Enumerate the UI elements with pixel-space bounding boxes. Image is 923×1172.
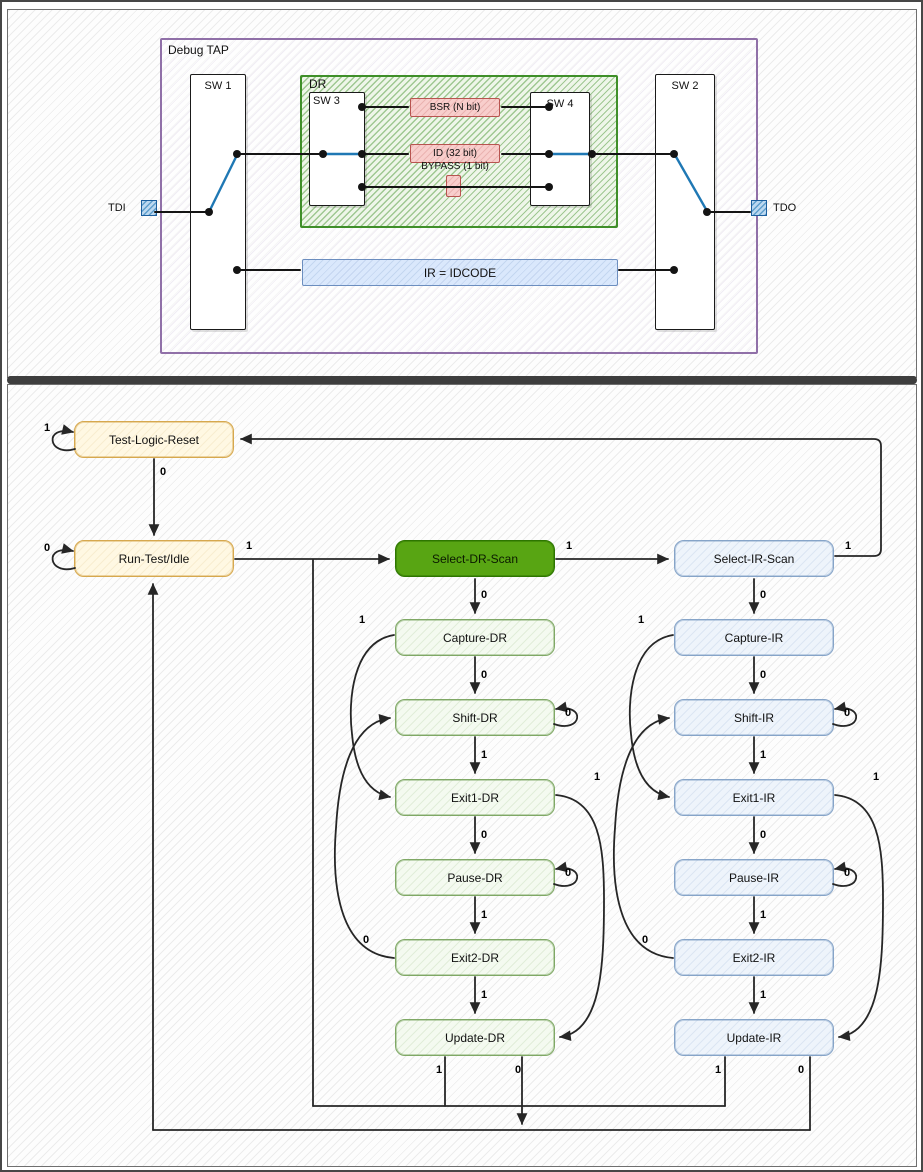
bypass-register bbox=[446, 175, 461, 197]
tms-label-e1dr-udr: 1 bbox=[594, 771, 601, 783]
state-label: Select-DR-Scan bbox=[431, 551, 519, 566]
switch-sw1: SW 1 bbox=[190, 74, 246, 330]
state-update-dr: Update-DR bbox=[395, 1019, 555, 1056]
state-test-logic-reset: Test-Logic-Reset bbox=[74, 421, 234, 458]
tms-label-cdr-shdr: 0 bbox=[481, 669, 488, 681]
sw2-label: SW 2 bbox=[671, 80, 699, 92]
sw1-label: SW 1 bbox=[204, 80, 232, 92]
tms-label-sdr-cdr: 0 bbox=[481, 589, 488, 601]
state-exit1-ir: Exit1-IR bbox=[674, 779, 834, 816]
state-label: Run-Test/Idle bbox=[118, 551, 190, 566]
tms-label-tlr-rti: 0 bbox=[160, 466, 167, 478]
tms-label-shdr-e1dr: 1 bbox=[481, 749, 488, 761]
tms-label-uir-one: 1 bbox=[715, 1064, 722, 1076]
switch-sw2: SW 2 bbox=[655, 74, 715, 330]
tms-label-e1dr-pdr: 0 bbox=[481, 829, 488, 841]
tms-label-pdr-e2dr: 1 bbox=[481, 909, 488, 921]
tms-label-shir-self: 0 bbox=[844, 707, 851, 719]
tms-label-sir-tlr: 1 bbox=[845, 540, 852, 552]
state-pause-ir: Pause-IR bbox=[674, 859, 834, 896]
switch-sw3: SW 3 bbox=[309, 92, 365, 206]
sw3-label: SW 3 bbox=[313, 95, 340, 107]
state-shift-ir: Shift-IR bbox=[674, 699, 834, 736]
tms-label-e1ir-pir: 0 bbox=[760, 829, 767, 841]
state-update-ir: Update-IR bbox=[674, 1019, 834, 1056]
tms-label-cdr-e1dr: 1 bbox=[359, 614, 366, 626]
tms-label-e1ir-uir: 1 bbox=[873, 771, 880, 783]
tms-label-cir-e1ir: 1 bbox=[638, 614, 645, 626]
state-label: Exit1-IR bbox=[732, 790, 776, 805]
debug-tap-label: Debug TAP bbox=[168, 43, 229, 57]
state-label: Shift-IR bbox=[733, 710, 774, 725]
tms-label-sir-cir: 0 bbox=[760, 589, 767, 601]
tms-label-udr-zero: 0 bbox=[515, 1064, 522, 1076]
state-label: Capture-IR bbox=[724, 630, 784, 645]
tdi-pin bbox=[141, 200, 157, 216]
tms-label-e2dr-udr: 1 bbox=[481, 989, 488, 1001]
switch-sw4: SW 4 bbox=[530, 92, 590, 206]
state-shift-dr: Shift-DR bbox=[395, 699, 555, 736]
state-label: Exit2-IR bbox=[732, 950, 776, 965]
dr-region-label: DR bbox=[309, 77, 327, 91]
state-label: Exit1-DR bbox=[450, 790, 499, 805]
tms-label-shir-e1ir: 1 bbox=[760, 749, 767, 761]
state-label: Exit2-DR bbox=[450, 950, 499, 965]
state-label: Update-IR bbox=[726, 1030, 782, 1045]
tms-label-uir-zero: 0 bbox=[798, 1064, 805, 1076]
tms-label-pdr-self: 0 bbox=[565, 867, 572, 879]
state-label: Select-IR-Scan bbox=[713, 551, 795, 566]
tms-label-e2ir-uir: 1 bbox=[760, 989, 767, 1001]
tms-label-e2ir-shir: 0 bbox=[642, 934, 649, 946]
tms-label-rti-self: 0 bbox=[44, 542, 51, 554]
ir-register: IR = IDCODE bbox=[302, 259, 618, 286]
state-label: Shift-DR bbox=[452, 710, 498, 725]
state-exit2-dr: Exit2-DR bbox=[395, 939, 555, 976]
sw4-label: SW 4 bbox=[546, 98, 574, 110]
state-run-test-idle: Run-Test/Idle bbox=[74, 540, 234, 577]
tms-label-e2dr-shdr: 0 bbox=[363, 934, 370, 946]
tms-label-shdr-self: 0 bbox=[565, 707, 572, 719]
tms-label-pir-e2ir: 1 bbox=[760, 909, 767, 921]
state-capture-dr: Capture-DR bbox=[395, 619, 555, 656]
tms-label-rti-sdr: 1 bbox=[246, 540, 253, 552]
state-label: Pause-IR bbox=[728, 870, 780, 885]
tms-label-pir-self: 0 bbox=[844, 867, 851, 879]
state-label: Pause-DR bbox=[447, 870, 503, 885]
tdi-label: TDI bbox=[108, 202, 126, 214]
state-exit2-ir: Exit2-IR bbox=[674, 939, 834, 976]
bypass-register-label: BYPASS (1 bit) bbox=[421, 161, 489, 172]
state-capture-ir: Capture-IR bbox=[674, 619, 834, 656]
tdo-label: TDO bbox=[773, 202, 797, 214]
tms-label-tlr-self: 1 bbox=[44, 422, 51, 434]
tms-label-udr-one: 1 bbox=[436, 1064, 443, 1076]
state-label: Capture-DR bbox=[442, 630, 508, 645]
bsr-register: BSR (N bit) bbox=[410, 98, 500, 117]
state-pause-dr: Pause-DR bbox=[395, 859, 555, 896]
tms-label-cir-shir: 0 bbox=[760, 669, 767, 681]
id-register: ID (32 bit) bbox=[410, 144, 500, 163]
panel-divider bbox=[7, 376, 917, 384]
state-label: Test-Logic-Reset bbox=[108, 432, 200, 447]
tms-label-sdr-sir: 1 bbox=[566, 540, 573, 552]
state-select-dr-scan: Select-DR-Scan bbox=[395, 540, 555, 577]
state-label: Update-DR bbox=[444, 1030, 506, 1045]
state-exit1-dr: Exit1-DR bbox=[395, 779, 555, 816]
state-select-ir-scan: Select-IR-Scan bbox=[674, 540, 834, 577]
tdo-pin bbox=[751, 200, 767, 216]
